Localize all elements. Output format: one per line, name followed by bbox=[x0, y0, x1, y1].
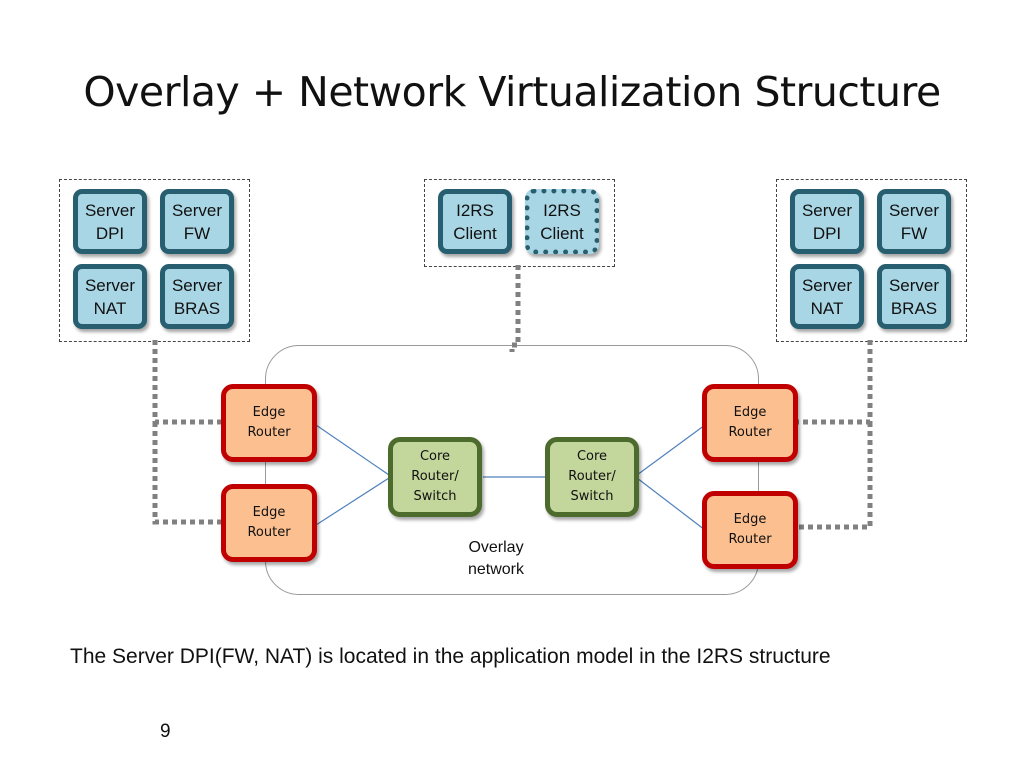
i2rs-client-2[interactable]: I2RS Client bbox=[525, 189, 599, 254]
link-core2-edge4 bbox=[636, 477, 706, 531]
edge-router-left-bottom[interactable]: Edge Router bbox=[221, 484, 317, 562]
overlay-network-label: Overlay network bbox=[467, 539, 525, 578]
server-dpi-right[interactable]: Server DPI bbox=[790, 189, 864, 254]
server-bras-right[interactable]: Server BRAS bbox=[877, 264, 951, 329]
dotted-link-client bbox=[509, 265, 521, 352]
server-label: Server DPI bbox=[84, 200, 136, 243]
server-bras-left[interactable]: Server BRAS bbox=[160, 264, 234, 329]
dotted-link-left-bottom bbox=[152, 422, 222, 525]
link-edge1-core1 bbox=[315, 424, 390, 476]
dotted-link-right-top bbox=[798, 340, 873, 425]
i2rs-client-1[interactable]: I2RS Client bbox=[438, 189, 512, 254]
core-router-left[interactable]: Core Router/ Switch bbox=[388, 437, 482, 517]
edge-router-label: Edge Router bbox=[247, 405, 291, 440]
server-label: Server DPI bbox=[801, 200, 853, 243]
core-router-label: Core Router/ Switch bbox=[568, 449, 616, 504]
link-core2-edge3 bbox=[636, 424, 706, 476]
page-number: 9 bbox=[160, 721, 171, 742]
server-dpi-left[interactable]: Server DPI bbox=[73, 189, 147, 254]
server-label: Server FW bbox=[171, 200, 223, 243]
edge-router-label: Edge Router bbox=[247, 505, 291, 540]
client-label: I2RS Client bbox=[453, 200, 497, 243]
server-label: Server FW bbox=[888, 200, 940, 243]
dotted-link-left-top bbox=[152, 340, 222, 425]
page-title: Overlay + Network Virtualization Structu… bbox=[83, 68, 941, 116]
server-nat-left[interactable]: Server NAT bbox=[73, 264, 147, 329]
edge-router-left-top[interactable]: Edge Router bbox=[221, 384, 317, 462]
server-nat-right[interactable]: Server NAT bbox=[790, 264, 864, 329]
link-edge2-core1 bbox=[315, 477, 390, 526]
server-label: Server NAT bbox=[84, 275, 136, 318]
server-label: Server NAT bbox=[801, 275, 853, 318]
server-label: Server BRAS bbox=[888, 275, 940, 318]
edge-router-right-bottom[interactable]: Edge Router bbox=[702, 491, 798, 569]
core-router-label: Core Router/ Switch bbox=[411, 449, 459, 504]
core-router-right[interactable]: Core Router/ Switch bbox=[545, 437, 639, 517]
server-fw-left[interactable]: Server FW bbox=[160, 189, 234, 254]
caption-text: The Server DPI(FW, NAT) is located in th… bbox=[70, 645, 831, 668]
client-label: I2RS Client bbox=[540, 200, 584, 243]
dotted-link-right-bottom bbox=[798, 422, 873, 530]
edge-router-label: Edge Router bbox=[728, 512, 772, 547]
server-fw-right[interactable]: Server FW bbox=[877, 189, 951, 254]
edge-router-right-top[interactable]: Edge Router bbox=[702, 384, 798, 462]
edge-router-label: Edge Router bbox=[728, 405, 772, 440]
server-label: Server BRAS bbox=[171, 275, 223, 318]
